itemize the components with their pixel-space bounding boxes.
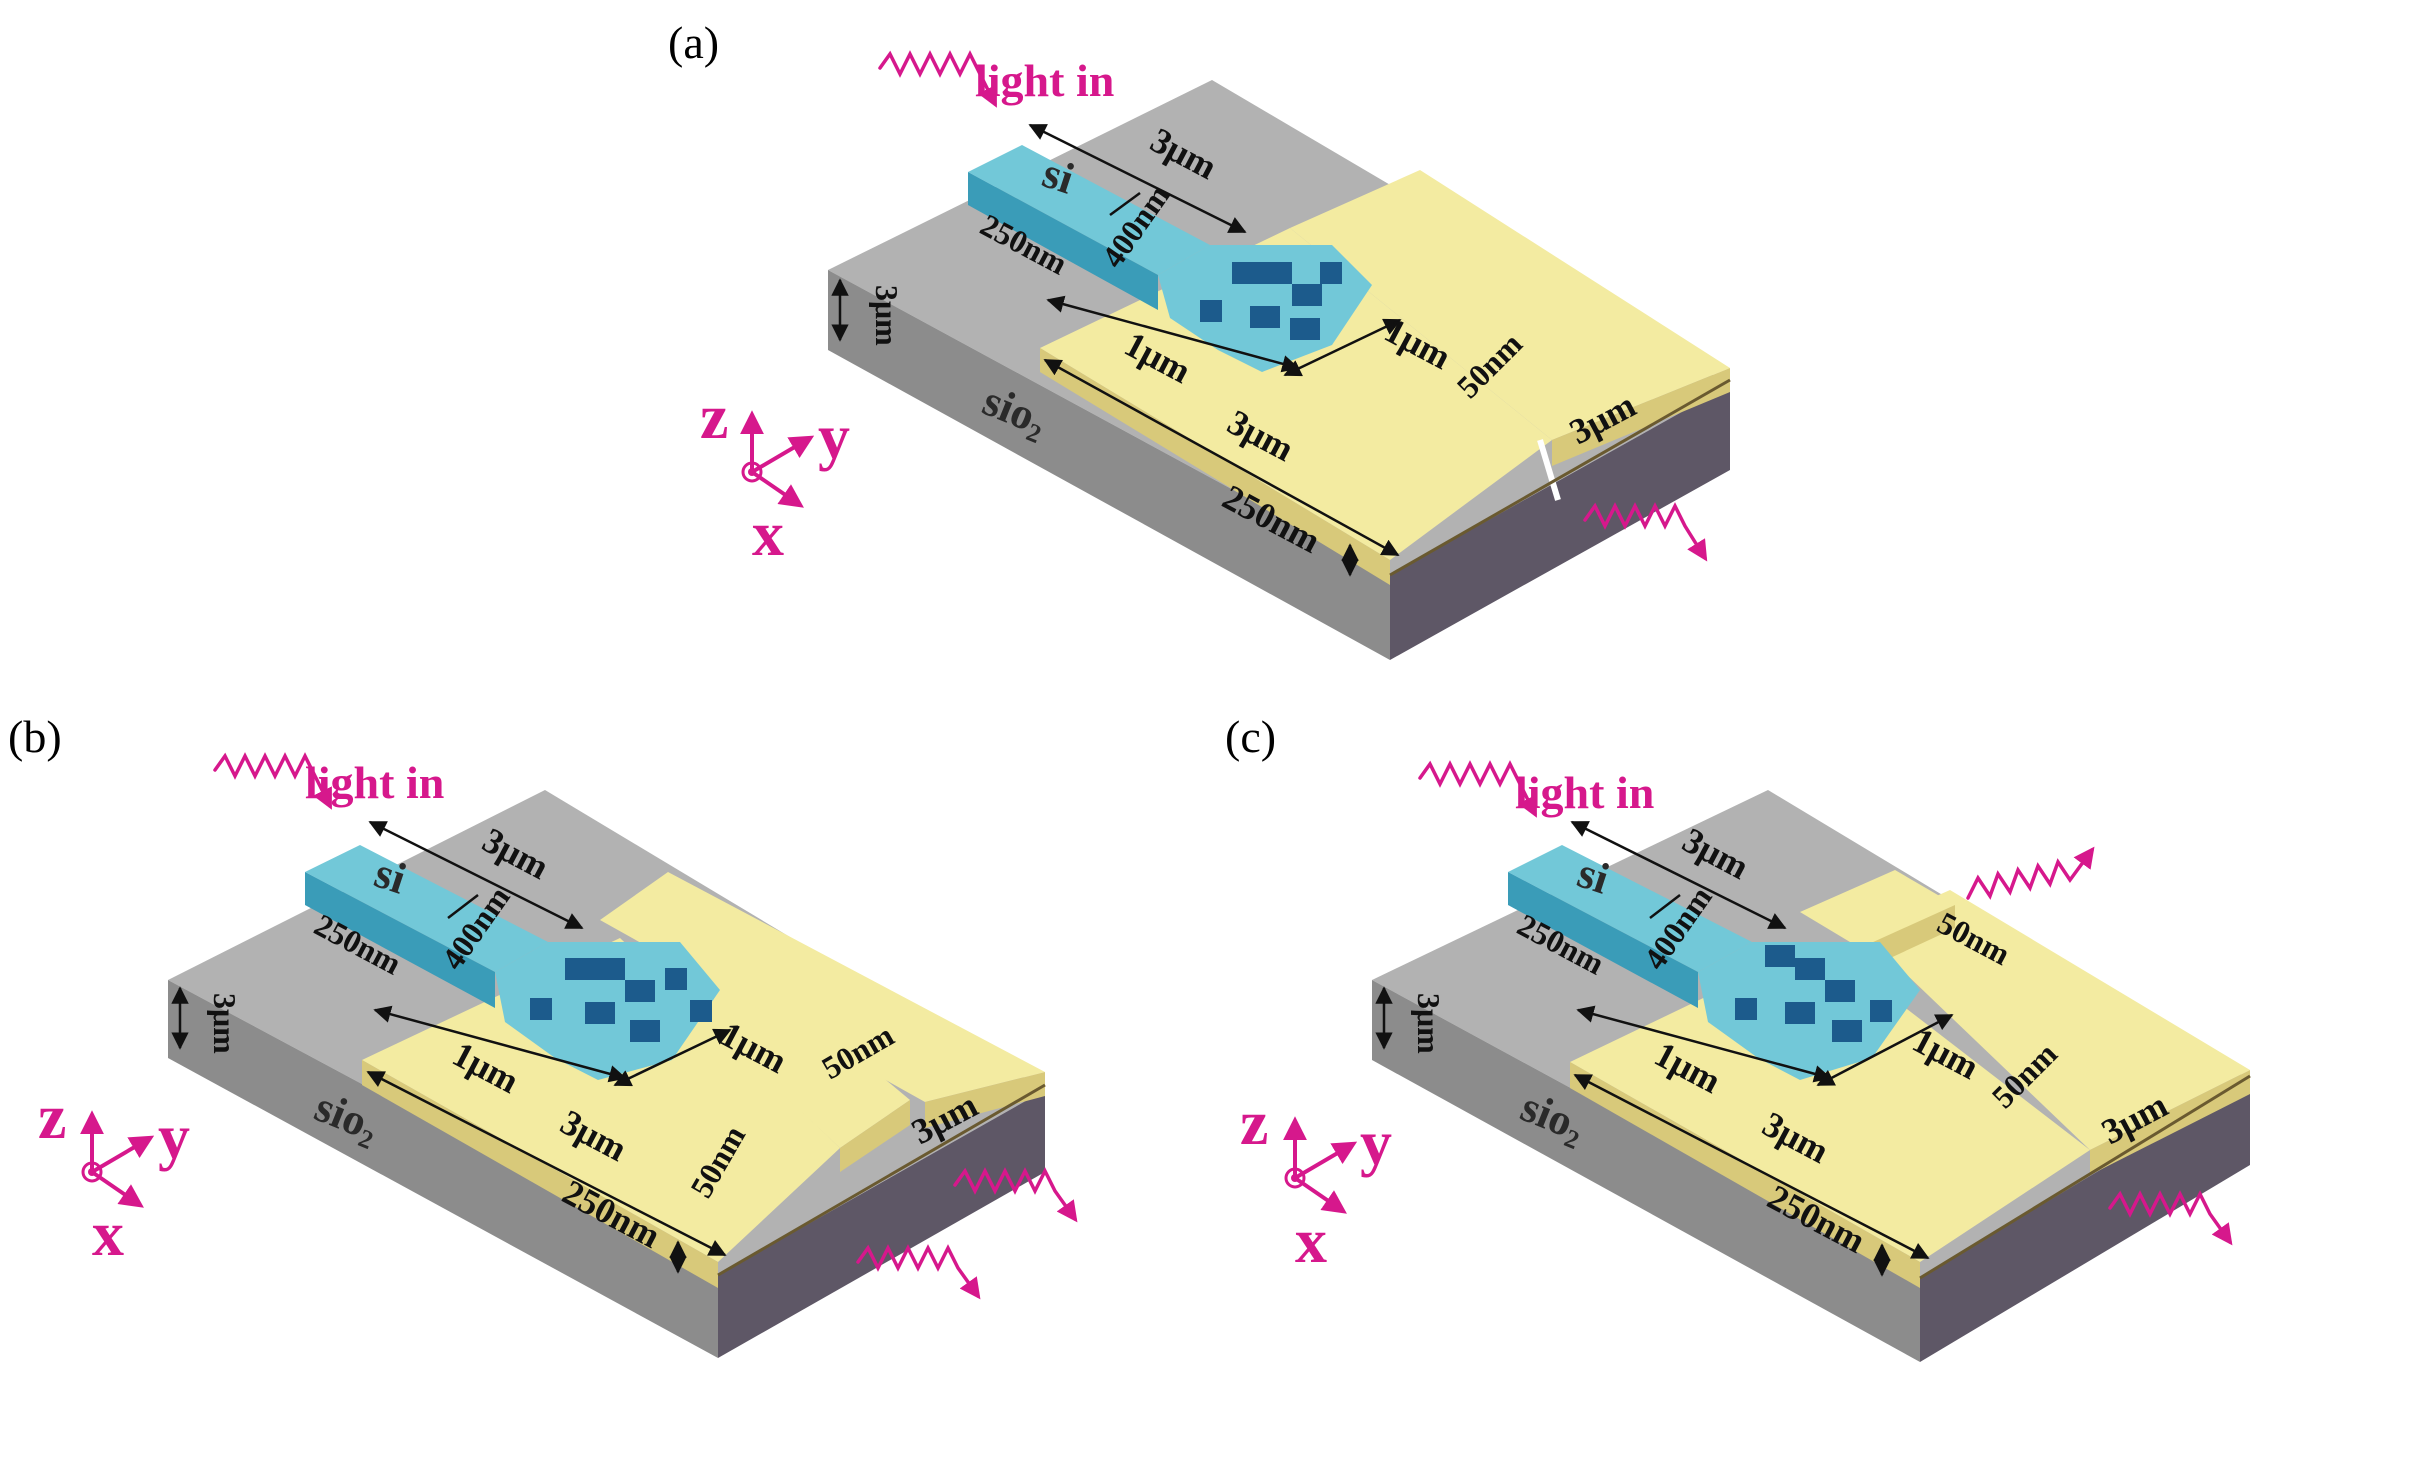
panel-c-axes-icon: z y x [1240, 1087, 1392, 1276]
panel-c-dim-substrate: 3μm [1411, 993, 1447, 1054]
panel-a-axis-y: y [818, 401, 850, 472]
panel-b-axis-x: x [92, 1198, 124, 1269]
panel-b-output-wave-1-icon [953, 1167, 1078, 1223]
panel-a-input-wave-icon [878, 50, 997, 108]
panel-b-axis-y: y [158, 1101, 190, 1172]
panel-b: (b) [8, 711, 1078, 1358]
panel-a-electrode-upper [1290, 170, 1730, 501]
panel-a-axes-icon: z y x [700, 381, 850, 569]
panel-c-label: (c) [1225, 711, 1276, 762]
panel-b-axis-z: z [38, 1081, 66, 1152]
panel-c-axis-y: y [1360, 1107, 1392, 1178]
panel-c-output-wave-top-icon [1966, 846, 2095, 900]
panel-c-output-wave-icon [2108, 1190, 2233, 1246]
panel-b-electrode-upper [600, 872, 1045, 1128]
panel-a: (a) [668, 17, 1731, 660]
panel-c-light-in-label: light in [1515, 767, 1654, 818]
panel-a-axis-x: x [752, 498, 784, 569]
panel-a-light-in-label: light in [975, 55, 1114, 106]
panel-b-dim-substrate: 3μm [207, 993, 243, 1054]
panel-a-label: (a) [668, 17, 719, 68]
panel-b-input-wave-icon [213, 752, 332, 810]
panel-a-output-wave-icon [1583, 502, 1708, 562]
panel-c-axis-z: z [1240, 1087, 1268, 1158]
panel-c: (c) [1225, 711, 2251, 1362]
panel-a-dim-substrate: 3μm [869, 285, 905, 346]
panel-c-input-wave-icon [1418, 760, 1537, 818]
panel-c-axis-x: x [1295, 1205, 1327, 1276]
panel-b-output-wave-2-icon [856, 1244, 981, 1300]
panel-a-axis-z: z [700, 381, 728, 452]
panel-b-label: (b) [8, 711, 62, 762]
panel-b-axes-icon: z y x [38, 1081, 190, 1269]
